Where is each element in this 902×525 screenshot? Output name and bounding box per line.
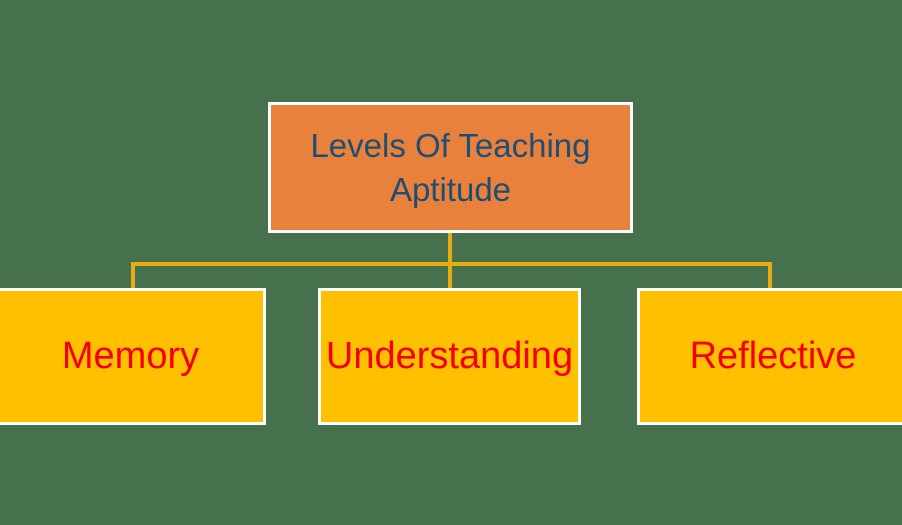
child-node-understanding: Understanding [318, 288, 581, 425]
root-node-label-line1: Levels Of Teaching [310, 126, 591, 164]
connector-vertical-left [131, 263, 135, 290]
child-node-memory: Memory [0, 288, 266, 425]
connector-horizontal [131, 262, 772, 266]
root-node-levels-of-teaching-aptitude: Levels Of Teaching Aptitude [268, 102, 633, 233]
child-node-reflective: Reflective [637, 288, 902, 425]
root-node-label: Levels Of Teaching Aptitude [310, 124, 590, 212]
connector-vertical-center [448, 233, 452, 290]
child-node-memory-label: Memory [61, 335, 200, 377]
connector-vertical-right [768, 263, 772, 290]
root-node-label-line2: Aptitude [389, 170, 512, 208]
child-node-reflective-label: Reflective [689, 335, 857, 377]
child-node-understanding-label: Understanding [325, 335, 574, 377]
